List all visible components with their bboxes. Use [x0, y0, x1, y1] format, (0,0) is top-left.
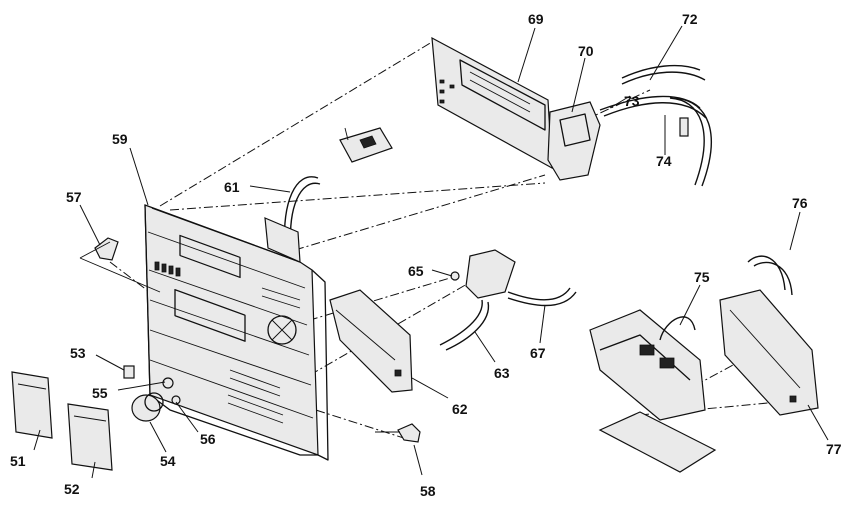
- button-cap-52: [67, 403, 113, 471]
- button-cap-51: [11, 371, 53, 439]
- leader-lines: [33, 25, 829, 479]
- board-67: [465, 249, 577, 307]
- cable-72: [621, 64, 706, 85]
- callout-65: 65: [408, 263, 424, 279]
- mechanism-75: [589, 309, 717, 473]
- callout-72: 72: [682, 11, 698, 27]
- callout-62: 62: [452, 401, 468, 417]
- spacer-53: [123, 365, 135, 379]
- callout-69: 69: [528, 11, 544, 27]
- washer-56: [171, 395, 181, 405]
- callout-52: 52: [64, 481, 80, 497]
- callout-56: 56: [200, 431, 216, 447]
- callout-73: 73: [624, 93, 640, 109]
- callout-58: 58: [420, 483, 436, 499]
- callout-77: 77: [826, 441, 842, 457]
- callout-76: 76: [792, 195, 808, 211]
- cable-63: [439, 299, 490, 351]
- callout-63: 63: [494, 365, 510, 381]
- callout-61: 61: [224, 179, 240, 195]
- front-panel-assembly-59: [144, 204, 329, 461]
- bracket-58: [375, 423, 421, 443]
- screw-65: [450, 271, 460, 281]
- callout-54: 54: [160, 453, 176, 469]
- callout-75: 75: [694, 269, 710, 285]
- small-board-61: [264, 217, 301, 263]
- callout-53: 53: [70, 345, 86, 361]
- cable-76: [747, 255, 793, 296]
- callout-57: 57: [66, 189, 82, 205]
- callout-labels: 51 52 53 54 55 56 57 58 59 61 62 63 65 6…: [10, 11, 842, 499]
- callout-67: 67: [530, 345, 546, 361]
- board-70: [547, 101, 601, 181]
- board-62: [329, 289, 413, 393]
- main-board-69: [431, 36, 553, 170]
- cable-73: [599, 95, 707, 119]
- cable-74: [669, 97, 712, 187]
- callout-55: 55: [92, 385, 108, 401]
- washer-55: [162, 377, 174, 389]
- bracket-57: [79, 237, 161, 293]
- callout-74: 74: [656, 153, 672, 169]
- callout-59: 59: [112, 131, 128, 147]
- callout-51: 51: [10, 453, 26, 469]
- board-77: [719, 289, 819, 416]
- knob-54: [131, 392, 164, 422]
- callout-70: 70: [578, 43, 594, 59]
- connector-top: [339, 127, 393, 163]
